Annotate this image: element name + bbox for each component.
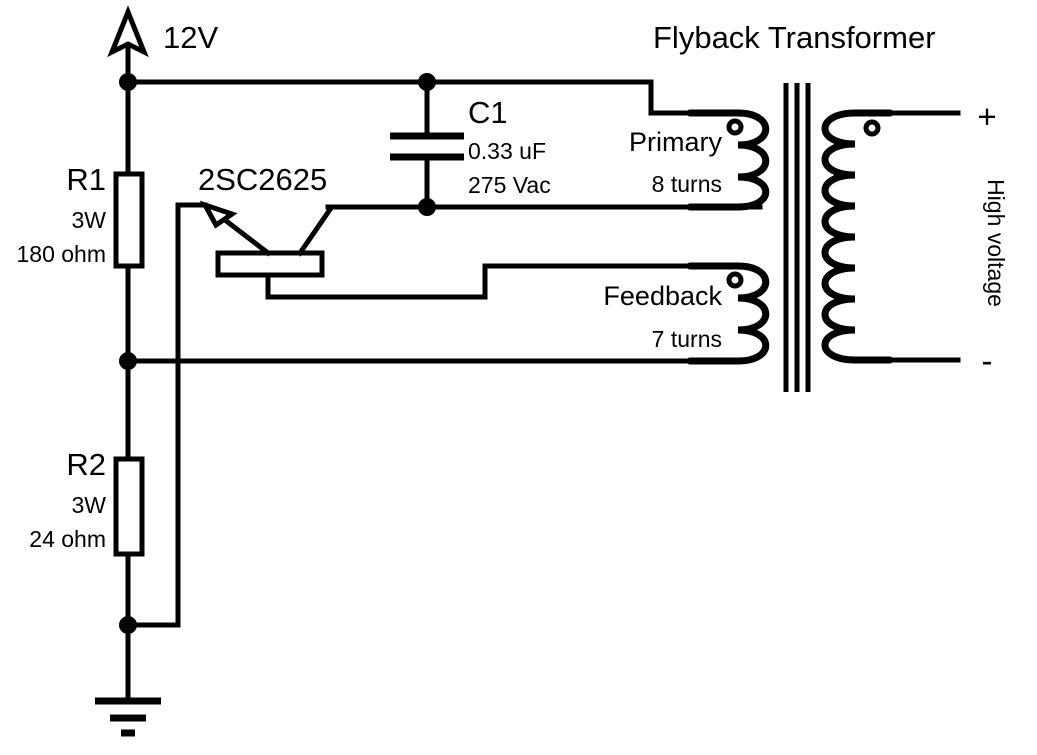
primary-turns: 8 turns — [652, 171, 722, 197]
feedback-turns: 7 turns — [652, 326, 722, 352]
r2-refdes: R2 — [66, 447, 106, 482]
q1-emitter-arrow-icon — [199, 200, 238, 229]
r1-resistance: 180 ohm — [16, 241, 106, 267]
transistor-q1-symbol — [199, 200, 488, 300]
primary-coil-icon — [686, 109, 770, 211]
node-12v-rail — [119, 73, 137, 91]
wire-feedback-top-lead — [482, 263, 693, 300]
feedback-polarity-dot-icon — [726, 271, 744, 289]
supply-arrow-icon — [107, 5, 149, 82]
r1-body — [113, 171, 145, 269]
c1-voltage: 275 Vac — [468, 172, 551, 198]
r2-resistance: 24 ohm — [29, 526, 106, 552]
r2-power: 3W — [72, 492, 107, 518]
feedback-coil-icon — [686, 262, 770, 365]
node-c1-top — [418, 73, 436, 91]
secondary-coil-icon — [821, 109, 894, 364]
secondary-plus-label: + — [977, 98, 996, 135]
supply-label: 12V — [163, 20, 218, 55]
ground-icon — [95, 697, 161, 737]
capacitor-c1-symbol — [390, 73, 464, 216]
r1-refdes: R1 — [66, 162, 106, 197]
c1-capacitance: 0.33 uF — [468, 138, 546, 164]
secondary-polarity-dot-icon — [863, 119, 881, 137]
q1-base-bar — [215, 250, 325, 278]
feedback-label: Feedback — [603, 281, 722, 311]
node-c1-bottom — [418, 198, 436, 216]
q1-collector-lead — [296, 204, 335, 257]
r1-power: 3W — [72, 207, 107, 233]
wire-emitter-to-ground-tap — [125, 202, 208, 628]
r2-body — [113, 456, 145, 557]
q1-part-number: 2SC2625 — [198, 162, 327, 197]
secondary-minus-label: - — [982, 342, 993, 379]
q1-base-lead — [265, 272, 488, 300]
primary-label: Primary — [629, 127, 722, 157]
transformer-core-icon — [783, 83, 811, 392]
primary-polarity-dot-icon — [726, 118, 744, 136]
secondary-hv-label: High voltage — [983, 179, 1009, 307]
wire-primary-top-lead — [648, 79, 693, 116]
c1-refdes: C1 — [468, 95, 508, 130]
diagram-title: Flyback Transformer — [653, 20, 936, 55]
